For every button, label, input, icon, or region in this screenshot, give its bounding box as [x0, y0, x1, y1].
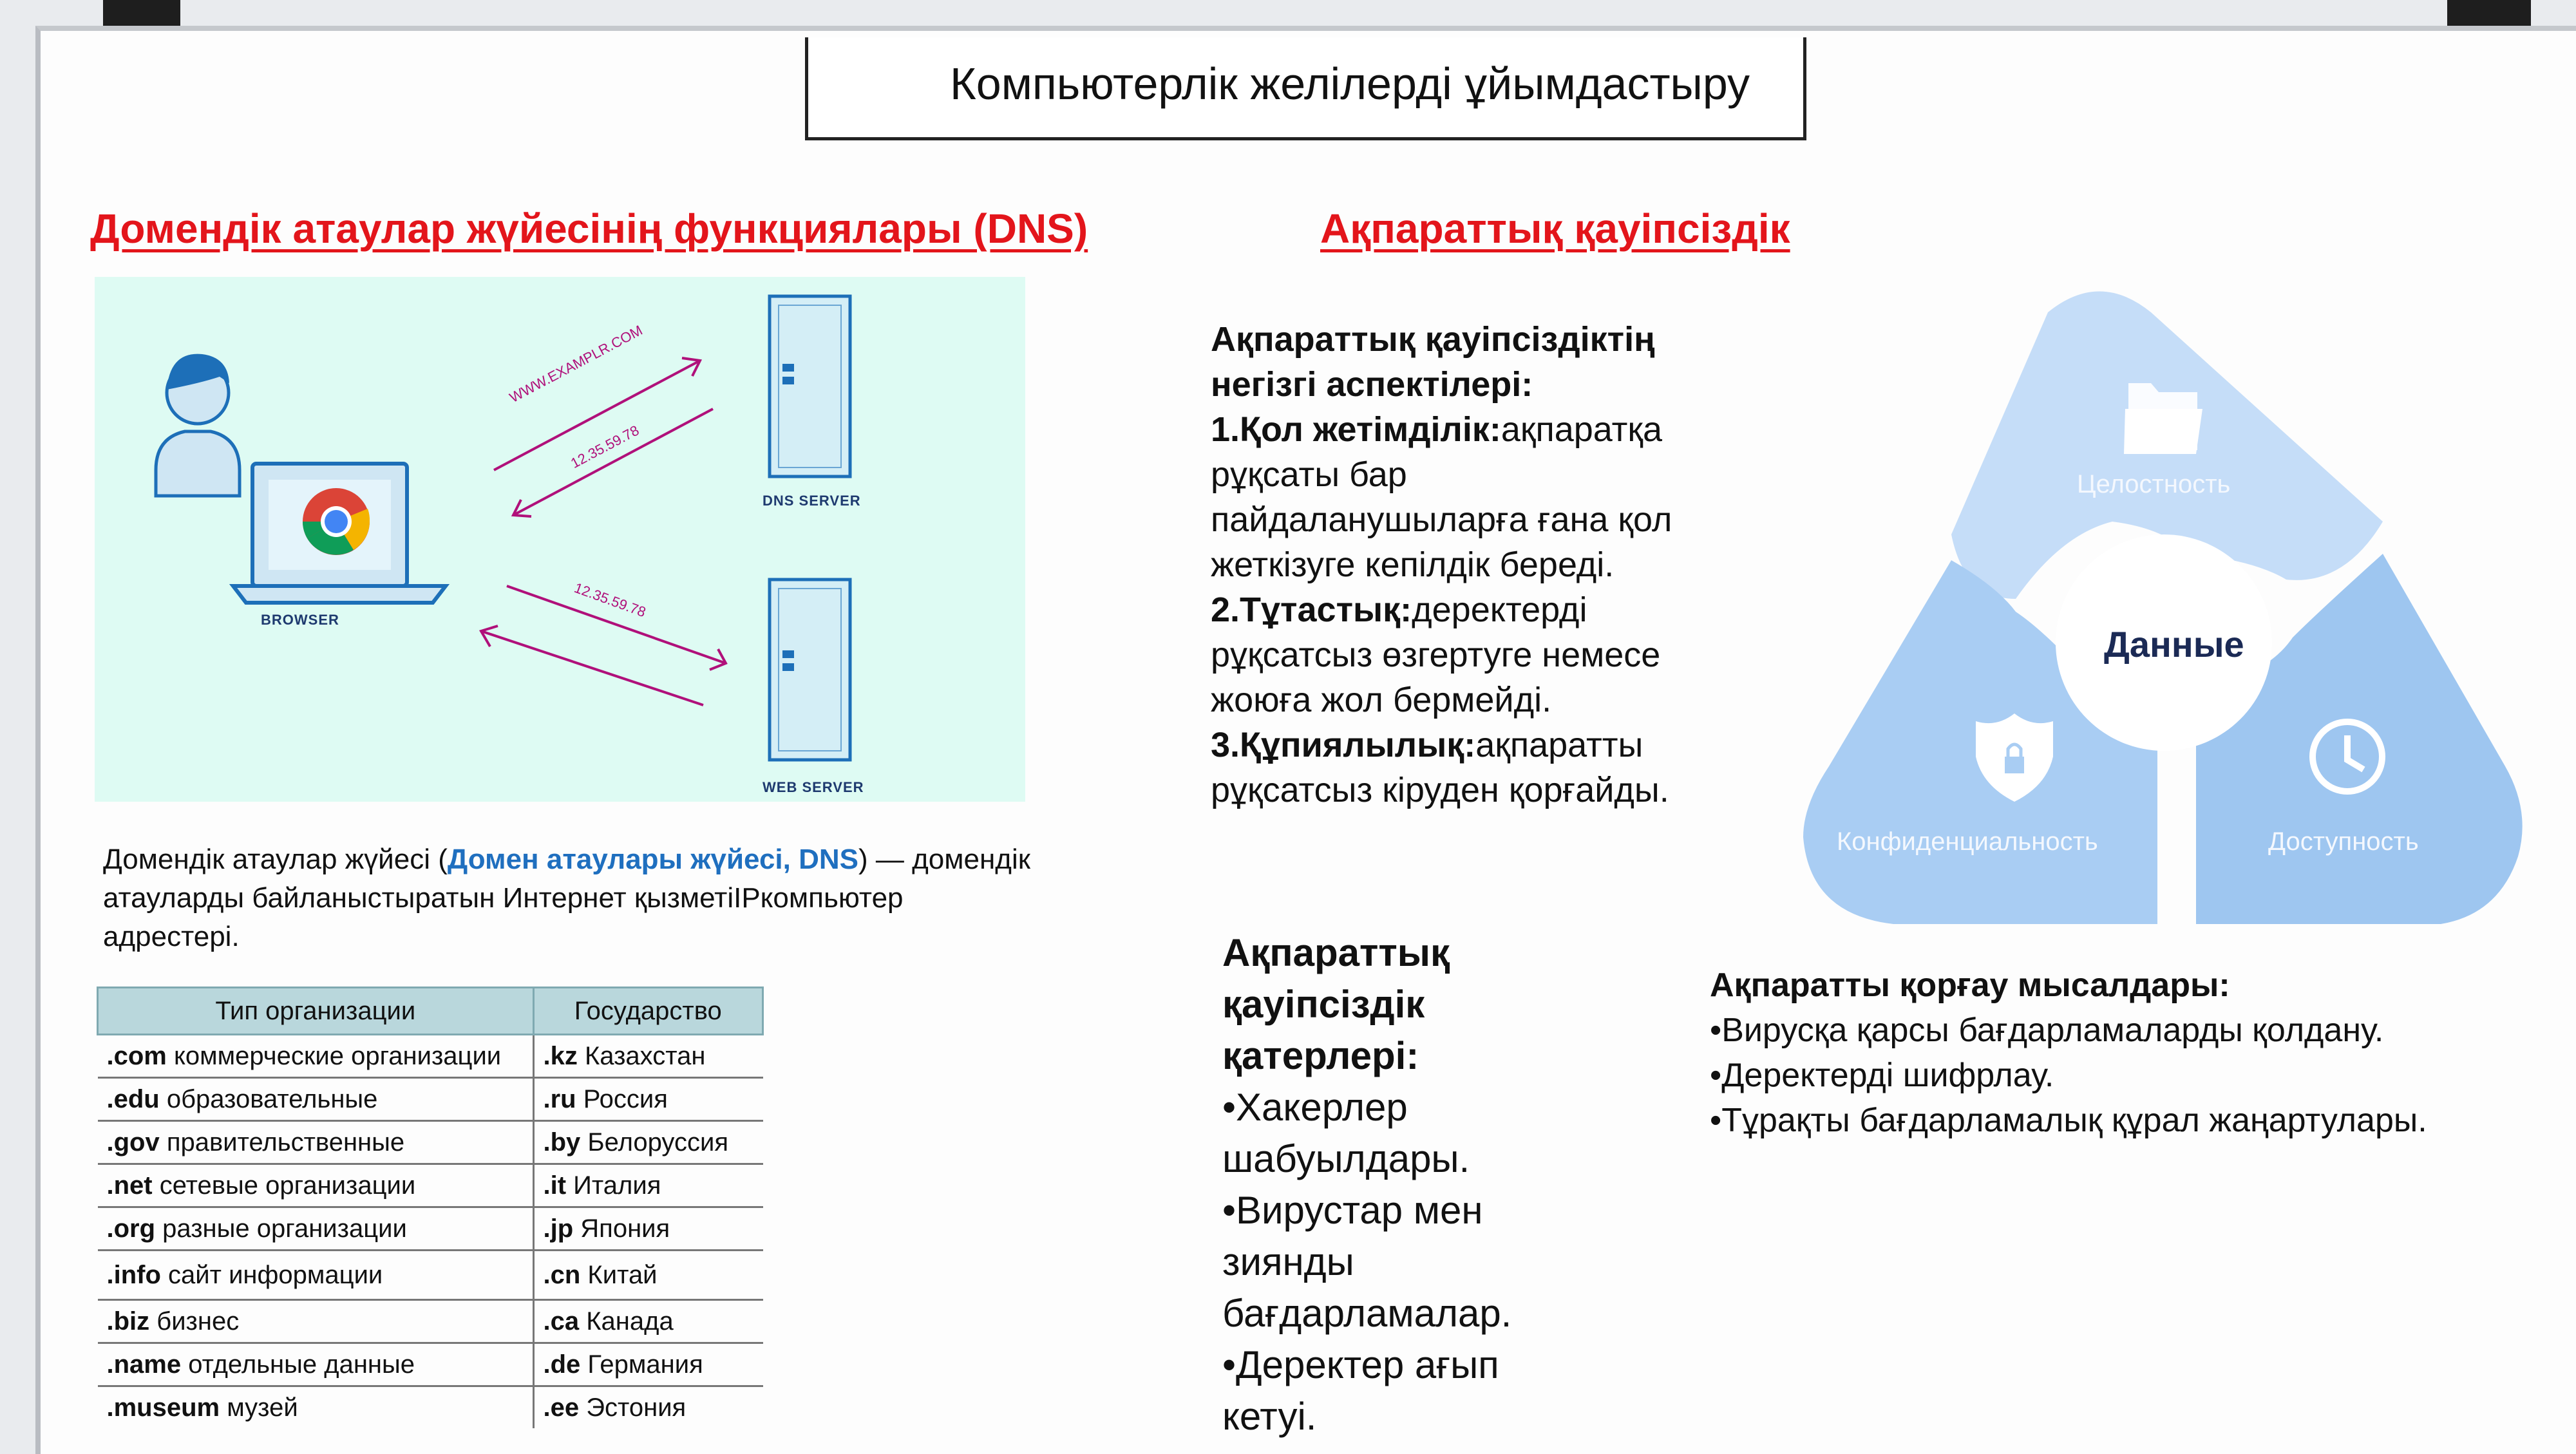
table-row: .info сайт информации.cn Китай [97, 1250, 763, 1301]
dns-description: Домендік атаулар жүйесі (Домен атаулары … [103, 840, 1030, 956]
aspect-2-bold: 2.Тұтастық: [1211, 590, 1412, 629]
threat-3-line-a: •Деректер ағып [1222, 1343, 1499, 1386]
dns-description-suffix: ) — домендік атауларды байланыстыратын И… [103, 844, 1030, 952]
threat-2-line-a: •Вирустар мен [1222, 1189, 1483, 1232]
threats-heading-1: Ақпараттық [1222, 931, 1450, 974]
cia-top-label: Целостность [2077, 470, 2231, 498]
table-row: .com коммерческие организации.kz Казахст… [97, 1034, 763, 1079]
table-row: .org разные организации.jp Япония [97, 1207, 763, 1251]
threats-heading-2: қауіпсіздік [1222, 983, 1425, 1026]
dns-server-label: DNS SERVER [762, 493, 861, 509]
shield-lock-icon [1976, 713, 2053, 802]
table-row: .museum музей.ee Эстония [97, 1386, 763, 1428]
aspect-1-line-b: рұқсаты бар [1211, 455, 1407, 494]
threat-3-line-b: кетуі. [1222, 1395, 1317, 1438]
table-row: .name отдельные данные.de Германия [97, 1343, 763, 1387]
tld-table-body: .com коммерческие организации.kz Казахст… [97, 1034, 763, 1428]
web-server-label: WEB SERVER [762, 779, 864, 795]
aspect-1-text: ақпаратқа [1501, 410, 1663, 449]
clip-right [2447, 0, 2531, 26]
table-row: .gov правительственные.by Белоруссия [97, 1120, 763, 1165]
clip-left [103, 0, 180, 26]
table-header-row: Тип организации Государство [97, 987, 764, 1035]
dns-arrows [479, 357, 728, 706]
table-row: .edu образовательные.ru Россия [97, 1077, 763, 1122]
header-country: Государство [532, 987, 764, 1035]
dns-heading: Домендік атаулар жүйесінің функциялары (… [90, 205, 1088, 252]
browser-label: BROWSER [261, 612, 339, 628]
list-item: •Вирусқа қарсы бағдарламаларды қолдану. [1710, 1012, 2384, 1049]
clock-icon [2309, 719, 2385, 795]
aspect-1-line-d: жеткізуге кепілдік береді. [1211, 545, 1615, 584]
security-threats: Ақпараттық қауіпсіздік қатерлері: •Хакер… [1222, 927, 1511, 1442]
aspect-2-text: деректерді [1412, 590, 1587, 629]
slide-title: Компьютерлік желілерді ұйымдастыру [950, 59, 1750, 109]
list-item: •Тұрақты бағдарламалық құрал жаңартулары… [1710, 1102, 2427, 1139]
aspect-3-text: ақпаратты [1475, 726, 1643, 764]
title-frame [805, 37, 1806, 140]
table-row: .net сетевые организации.it Италия [97, 1164, 763, 1208]
web-server-icon [768, 578, 852, 762]
laptop-icon [229, 462, 450, 605]
aspect-3-line-b: рұқсатсыз кіруден қорғайды. [1211, 771, 1669, 809]
examples-heading: Ақпаратты қорғау мысалдары: [1710, 967, 2230, 1004]
security-aspects: Ақпараттық қауіпсіздіктің негізгі аспект… [1211, 317, 1790, 813]
dns-diagram-graphic [154, 294, 852, 762]
aspect-1-bold: 1.Қол жетімділік: [1211, 410, 1501, 449]
tld-table: Тип организации Государство .com коммерч… [97, 987, 764, 1428]
list-item: •Деректерді шифрлау. [1710, 1057, 2054, 1094]
threats-heading-3: қатерлері: [1222, 1034, 1419, 1077]
aspect-1-line-c: пайдаланушыларға ғана қол [1211, 500, 1672, 539]
cia-left-label: Конфиденциальность [1837, 827, 2098, 856]
table-row: .biz бизнес.ca Канада [97, 1299, 763, 1344]
dns-description-highlight: Домен атаулары жүйесі, DNS [447, 844, 858, 875]
protection-examples: Ақпаратты қорғау мысалдары: •Вирусқа қар… [1710, 963, 2427, 1143]
dns-server-icon [768, 294, 852, 478]
threat-1-line-b: шабуылдары. [1222, 1137, 1470, 1180]
cia-center-label: Данные [2104, 624, 2244, 665]
aspect-2-line-c: жоюға жол бермейді. [1211, 681, 1552, 719]
security-heading: Ақпараттық қауіпсіздік [1320, 205, 1790, 252]
threat-2-line-b: зиянды [1222, 1240, 1354, 1283]
dns-diagram: WWW.EXAMPLR.COM 12.35.59.78 12.35.59.78 … [95, 277, 1025, 802]
aspect-3-bold: 3.Құпиялылық: [1211, 726, 1476, 764]
cia-right-label: Доступность [2268, 827, 2419, 856]
aspects-title-line-2: негізгі аспектілері: [1211, 365, 1533, 404]
dns-description-prefix: Домендік атаулар жүйесі ( [103, 844, 448, 875]
chrome-icon [303, 488, 370, 555]
aspect-2-line-b: рұқсатсыз өзгертуге немесе [1211, 636, 1661, 674]
user-icon [154, 354, 242, 498]
aspects-title-line-1: Ақпараттық қауіпсіздіктің [1211, 320, 1655, 359]
cia-triad-diagram: Данные Целостность Конфиденциальность До… [1803, 277, 2531, 927]
threat-1-line-a: •Хакерлер [1222, 1086, 1408, 1129]
header-org-type: Тип организации [97, 987, 535, 1035]
folder-icon [2124, 383, 2202, 454]
cia-triad-graphic [1803, 291, 2523, 924]
threat-2-line-c: бағдарламалар. [1222, 1292, 1512, 1335]
